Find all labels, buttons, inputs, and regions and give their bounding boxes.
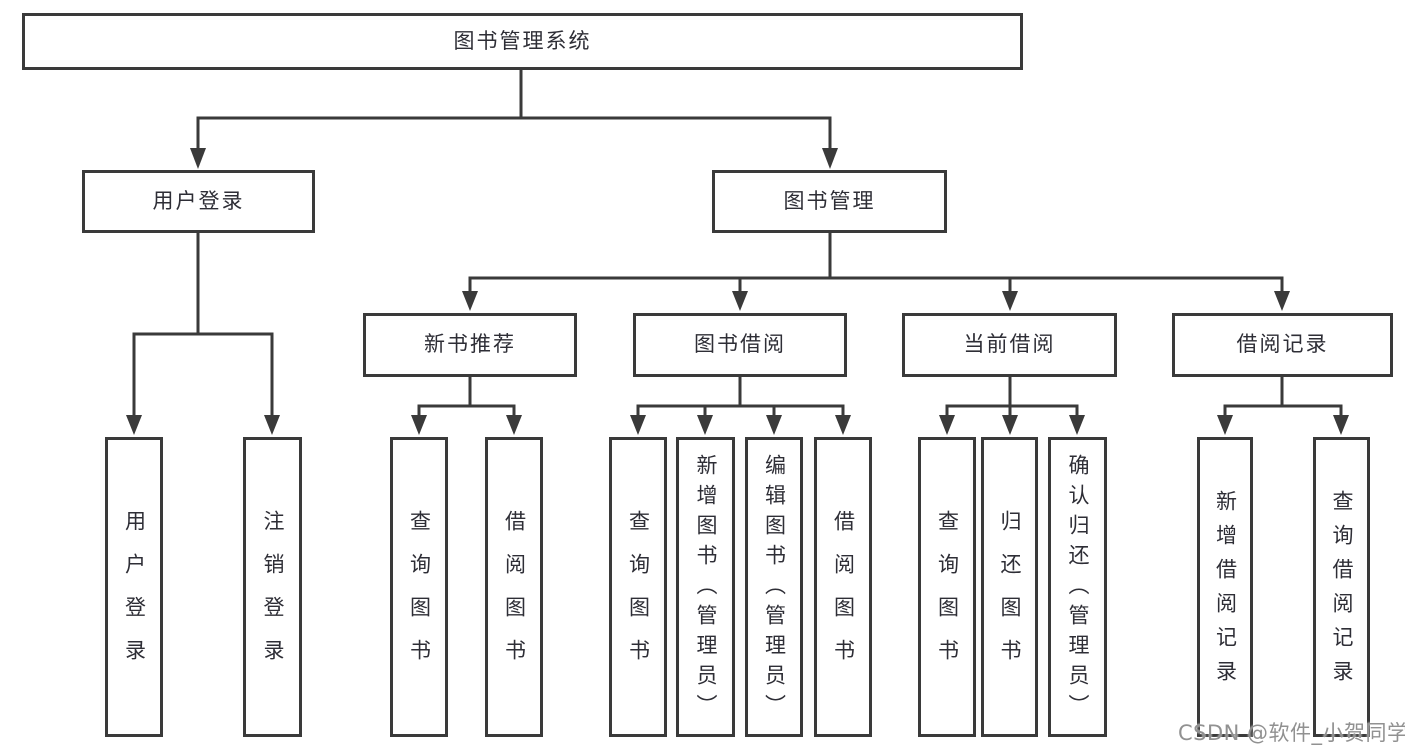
leaf-confirm-return-admin: 确认归还（管理员） (1048, 437, 1107, 737)
leaf-query-books-borrowing: 查询图书 (609, 437, 667, 737)
node-borrowing-records: 借阅记录 (1172, 313, 1393, 377)
leaf-query-books-current: 查询图书 (918, 437, 976, 737)
node-current-borrowing: 当前借阅 (902, 313, 1117, 377)
leaf-add-borrow-record: 新增借阅记录 (1197, 437, 1253, 737)
leaf-return-books: 归还图书 (981, 437, 1038, 737)
leaf-borrow-books-recommend: 借阅图书 (485, 437, 543, 737)
leaf-query-borrow-record: 查询借阅记录 (1313, 437, 1370, 737)
node-user-login: 用户登录 (82, 170, 315, 233)
leaf-logout: 注销登录 (243, 437, 302, 737)
leaf-user-login: 用户登录 (105, 437, 163, 737)
node-book-management: 图书管理 (712, 170, 947, 233)
root-node-library-management-system: 图书管理系统 (22, 13, 1023, 70)
leaf-query-books-recommend: 查询图书 (390, 437, 448, 737)
leaf-add-books-admin: 新增图书（管理员） (676, 437, 735, 737)
csdn-watermark: CSDN @软件_小贺同学 (1178, 721, 1405, 745)
node-new-book-recommend: 新书推荐 (363, 313, 577, 377)
leaf-borrow-books-borrowing: 借阅图书 (814, 437, 872, 737)
leaf-edit-books-admin: 编辑图书（管理员） (745, 437, 803, 737)
node-book-borrowing: 图书借阅 (633, 313, 847, 377)
